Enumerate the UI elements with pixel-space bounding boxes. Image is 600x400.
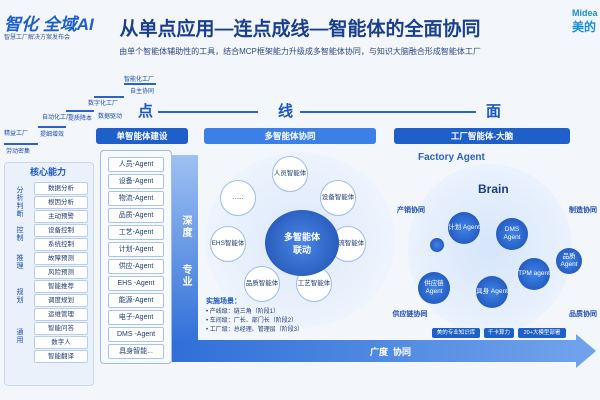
multi-agent-bar: 多智能体协同 <box>204 128 376 144</box>
brain-node: TPM agent <box>518 258 550 290</box>
brain-node: 供应链 Agent <box>418 272 450 304</box>
heading-face: 面 <box>486 103 502 120</box>
midea-logo: Midea 美的 <box>572 8 600 35</box>
breadth-arrow <box>172 340 576 362</box>
agent-item: 设备-Agent <box>108 174 164 189</box>
agent-item: 计划-Agent <box>108 242 164 257</box>
logo-mark: Midea <box>572 8 598 18</box>
pro-label: 专业 <box>180 264 191 288</box>
stair-note-0: 劳动密集 <box>6 149 31 155</box>
stair-step-3 <box>94 96 124 98</box>
page-subtitle: 由单个智能体辅助性的工具，结合MCP框架能力升级成多智能体协同，与知识大脑融合形… <box>119 47 481 56</box>
stair-label-1: 精益工厂 <box>4 131 29 137</box>
brand-subtitle: 智慧工厂解决方案发布会 <box>4 35 71 41</box>
cap-item: 根因分析 <box>34 196 88 209</box>
cap-item: 智能翻译 <box>34 350 88 363</box>
cap-item: 数字人 <box>34 336 88 349</box>
cat-general: 通用 <box>16 328 23 344</box>
agent-item: 人员-Agent <box>108 157 164 172</box>
cap-item: 调度规划 <box>34 294 88 307</box>
side-label: 产销协同 <box>397 207 425 214</box>
brain-node: 计划 Agent <box>448 212 480 244</box>
stair-note-1: 提细增效 <box>40 132 65 138</box>
cap-item: 数据分析 <box>34 182 88 195</box>
stair-note-3: 数据驱动 <box>98 114 123 120</box>
stair-label-3: 数字化工厂 <box>88 101 119 107</box>
agent-item: 物流-Agent <box>108 191 164 206</box>
cap-item: 系统控制 <box>34 238 88 251</box>
impl-title: 实施场景： <box>206 298 241 305</box>
connector-line-face <box>300 111 476 113</box>
heading-line: 线 <box>278 103 294 120</box>
brain-node: 品质 Agent <box>556 248 582 274</box>
cat-planning: 规划 <box>16 288 23 304</box>
brand-slogan: 智化 全域AI <box>4 15 94 34</box>
multi-node: 人员智能体 <box>272 156 308 192</box>
agent-item: 工艺-Agent <box>108 225 164 240</box>
breadth-arrow-head <box>576 334 596 368</box>
agent-item: 具身智能... <box>108 344 164 359</box>
base-chip: 美的专业知识库 <box>432 328 480 338</box>
cap-item: 设备控制 <box>34 224 88 237</box>
core-capabilities-title: 核心能力 <box>29 167 66 177</box>
connector-point-line <box>158 111 258 113</box>
agent-item: 能源-Agent <box>108 293 164 308</box>
stair-label-2: 自动化工厂 <box>42 115 73 121</box>
brain-node: 具身 Agent <box>476 276 508 308</box>
heading-point: 点 <box>138 103 154 120</box>
multi-agent-core-label2: 联动 <box>292 245 311 255</box>
brain-label: Brain <box>478 182 509 196</box>
cap-item: 运维管理 <box>34 308 88 321</box>
brain-node: DMS Agent <box>496 218 528 250</box>
impl-line: • 车间级：厂长、部门长（阶段2） <box>206 318 298 324</box>
base-chip: 20+大模型部署 <box>518 328 566 338</box>
stair-step-2 <box>66 110 94 112</box>
stair-step-1 <box>38 126 66 128</box>
cap-item: 智能问答 <box>34 322 88 335</box>
agent-item: 品质-Agent <box>108 208 164 223</box>
brain-node-small <box>430 238 444 252</box>
stair-note-4: 自主协同 <box>130 89 155 95</box>
single-agent-bar: 单智能体建设 <box>96 128 188 144</box>
factory-agent-label: Factory Agent <box>418 152 485 163</box>
cap-item: 智能推荐 <box>34 280 88 293</box>
depth-arrow <box>172 155 198 347</box>
multi-agent-core: 多智能体 联动 <box>265 210 339 276</box>
side-label: 品质协同 <box>569 311 597 318</box>
side-label: 供应链协同 <box>392 311 428 318</box>
impl-line: • 产线级：链三角（阶段1） <box>206 309 280 315</box>
stair-step-4 <box>124 83 156 85</box>
multi-node: ...... <box>220 180 256 216</box>
side-label: 制造协同 <box>569 207 597 214</box>
cap-item: 故障预测 <box>34 252 88 265</box>
stair-step-0 <box>4 143 38 145</box>
multi-node: 设备智能体 <box>320 180 356 216</box>
cap-item: 风险预测 <box>34 266 88 279</box>
multi-node: EHS智能体 <box>210 226 246 262</box>
multi-node: 品质智能体 <box>244 266 280 302</box>
cap-item: 主动预警 <box>34 210 88 223</box>
cat-analysis: 分析判断 <box>16 186 23 218</box>
factory-brain-bar: 工厂智能体-大脑 <box>394 128 570 144</box>
page-title: 从单点应用—连点成线—智能体的全面协同 <box>119 19 481 40</box>
impl-line: • 工厂级：总经理、管理层（阶段3） <box>206 327 304 333</box>
multi-agent-core-label: 多智能体 <box>283 232 320 242</box>
agent-item: DMS -Agent <box>108 327 164 342</box>
logo-text: 美的 <box>572 20 597 34</box>
depth-label: 深度 <box>180 215 191 239</box>
agent-item: 电子-Agent <box>108 310 164 325</box>
stair-note-2: 提质降本 <box>68 116 93 122</box>
agent-item: EHS -Agent <box>108 276 164 291</box>
agent-item: 供应-Agent <box>108 259 164 274</box>
cat-reasoning: 推理 <box>16 254 23 270</box>
stair-label-4: 智能化工厂 <box>124 77 155 83</box>
base-chip: 千卡算力 <box>484 328 514 338</box>
breadth-label: 广度 协同 <box>370 347 412 357</box>
cat-control: 控制 <box>16 226 23 242</box>
